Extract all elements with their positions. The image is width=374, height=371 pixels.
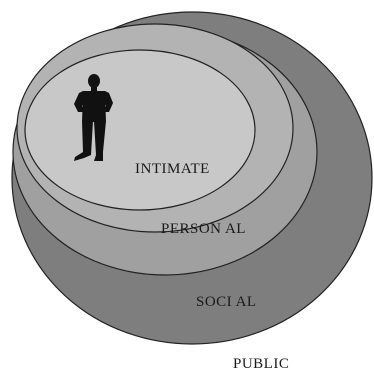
personal-label: PERSON AL bbox=[161, 221, 246, 237]
intimate-zone bbox=[24, 49, 256, 211]
intimate-label: INTIMATE bbox=[135, 161, 210, 177]
social-label: SOCI AL bbox=[196, 294, 257, 310]
public-label: PUBLIC bbox=[233, 356, 289, 371]
person-figure-icon bbox=[74, 74, 113, 161]
